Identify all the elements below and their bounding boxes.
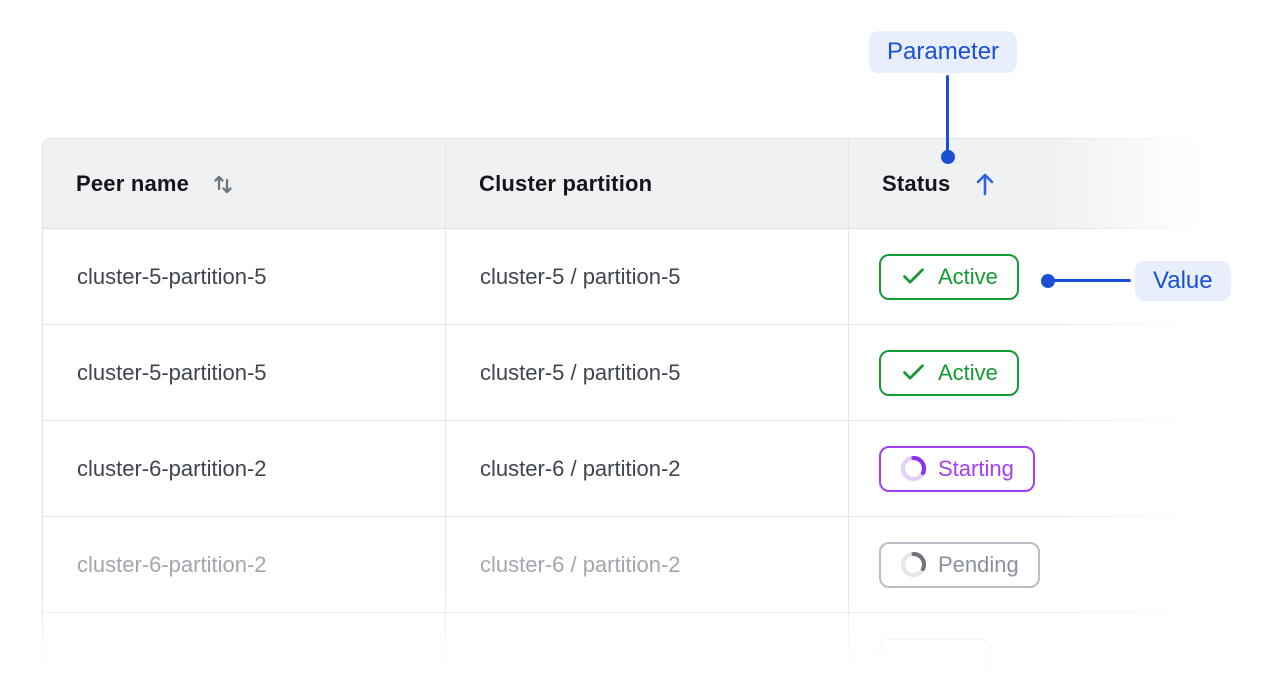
cluster-partition-cell: cluster-5 / partition-5 (446, 229, 849, 324)
status-badge-label: Pending (938, 551, 1019, 577)
status-badge-label: Active (938, 359, 998, 385)
cluster-partition-cell: cluster-6 / partition-2 (446, 517, 849, 612)
status-cell: Active (849, 229, 1272, 324)
arrow-up-icon[interactable] (970, 169, 1000, 199)
status-badge: Pending (879, 541, 1040, 588)
status-badge-label: Active (938, 263, 998, 289)
value-connector-line (1047, 279, 1131, 282)
sort-vertical-icon[interactable] (209, 170, 237, 198)
spinner-icon (900, 551, 927, 578)
column-header-label: Cluster partition (479, 170, 653, 196)
status-badge: Active (879, 349, 1019, 396)
parameter-connector-dot (941, 150, 955, 164)
check-icon (900, 263, 927, 290)
parameter-connector-line (946, 75, 949, 152)
status-cell: Active (849, 325, 1272, 420)
status-badge: Starting (879, 445, 1035, 492)
status-badge: Active (879, 253, 1019, 300)
value-callout-label: Value (1153, 267, 1213, 294)
parameter-callout-label: Parameter (887, 38, 1000, 65)
parameter-callout: Parameter (869, 31, 1018, 73)
status-cell: Pending (849, 517, 1272, 612)
peer-name-cell: cluster-6-partition-2 (43, 421, 446, 516)
bottom-fade-overlay (0, 596, 1272, 688)
column-header-cluster-partition[interactable]: Cluster partition (446, 139, 849, 228)
status-cell: Starting (849, 421, 1272, 516)
value-callout: Value (1135, 261, 1231, 301)
column-header-label: Peer name (76, 170, 190, 196)
right-fade-overlay (1050, 128, 1272, 688)
peer-name-cell: cluster-5-partition-5 (43, 229, 446, 324)
cluster-partition-cell: cluster-6 / partition-2 (446, 421, 849, 516)
peer-name-cell: cluster-6-partition-2 (43, 517, 446, 612)
peer-name-cell: cluster-5-partition-5 (43, 325, 446, 420)
column-header-label: Status (882, 170, 951, 196)
cluster-partition-cell: cluster-5 / partition-5 (446, 325, 849, 420)
spinner-icon (900, 455, 927, 482)
check-icon (900, 359, 927, 386)
value-connector-dot (1041, 274, 1055, 288)
column-header-status[interactable]: Status (849, 139, 1272, 228)
column-header-peer-name[interactable]: Peer name (43, 139, 446, 228)
status-badge-label: Starting (938, 455, 1014, 481)
